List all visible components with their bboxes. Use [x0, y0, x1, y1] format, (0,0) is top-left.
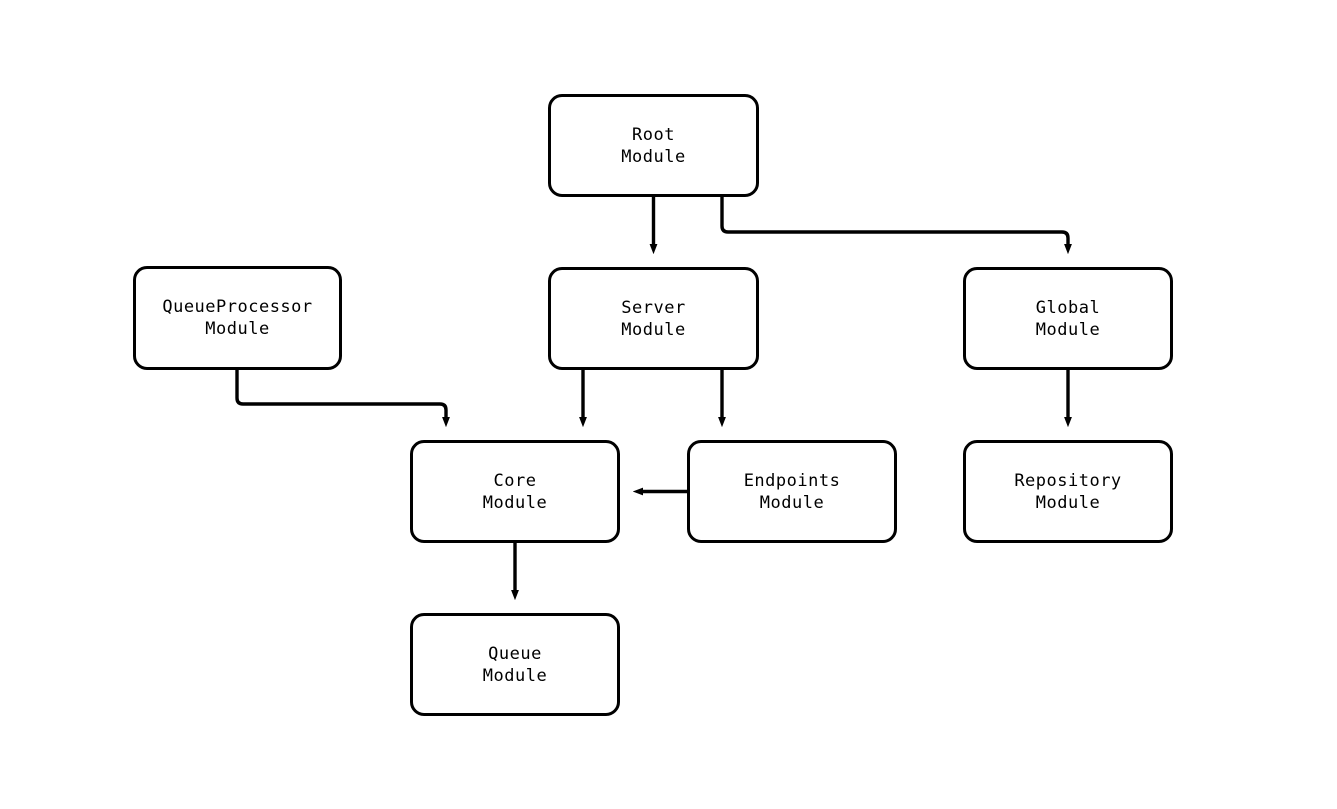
node-global-line2: Module [1035, 319, 1101, 340]
node-root[interactable]: Root Module [548, 94, 759, 197]
node-global[interactable]: Global Module [963, 267, 1173, 370]
node-endpoints-line2: Module [759, 492, 825, 513]
node-queue-line2: Module [482, 665, 548, 686]
node-global-line1: Global [1035, 297, 1101, 318]
node-root-line2: Module [621, 146, 686, 167]
node-queue[interactable]: Queue Module [410, 613, 620, 716]
node-server[interactable]: Server Module [548, 267, 759, 370]
edge-queueprocessor-core [235, 370, 446, 422]
node-queue-line1: Queue [488, 643, 542, 664]
node-queueprocessor-line2: Module [205, 319, 270, 339]
node-core-line2: Module [482, 492, 548, 513]
node-queueprocessor-line1: QueueProcessor [162, 297, 313, 317]
node-core[interactable]: Core Module [410, 440, 620, 543]
node-endpoints[interactable]: Endpoints Module [687, 440, 897, 543]
node-queueprocessor[interactable]: QueueProcessor Module [133, 266, 342, 370]
node-server-line2: Module [621, 319, 686, 340]
node-endpoints-line1: Endpoints [743, 470, 841, 491]
node-core-line1: Core [493, 470, 537, 491]
node-root-line1: Root [632, 124, 675, 145]
node-repository[interactable]: Repository Module [963, 440, 1173, 543]
node-server-line1: Server [621, 297, 686, 318]
node-repository-line2: Module [1035, 492, 1101, 513]
edge-root-global [720, 197, 1068, 249]
node-repository-line1: Repository [1014, 470, 1122, 491]
